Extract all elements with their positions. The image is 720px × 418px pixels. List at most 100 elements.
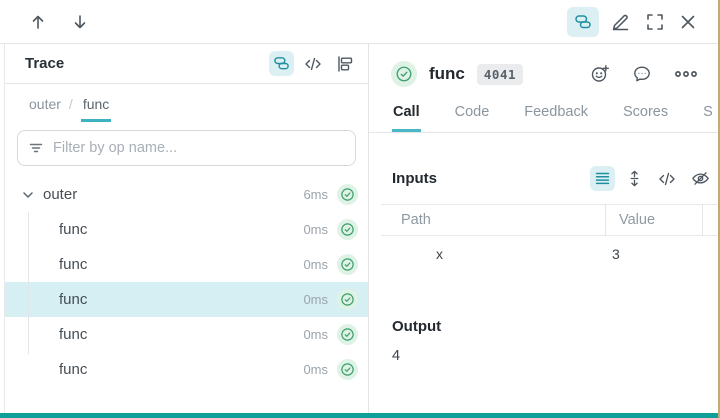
tree-view-button[interactable] [269, 51, 294, 76]
op-filter-input[interactable] [53, 140, 345, 156]
code-icon [658, 170, 676, 188]
right-edge-line [718, 0, 720, 418]
filter-area [5, 124, 368, 172]
success-status-icon [391, 61, 417, 87]
tree-row-duration: 6ms [303, 187, 328, 202]
call-version-badge[interactable]: 4041 [476, 63, 523, 85]
tab-feedback[interactable]: Feedback [523, 98, 589, 132]
trace-nav-arrows [24, 8, 94, 36]
tab-call[interactable]: Call [392, 98, 421, 132]
fullscreen-button[interactable] [642, 9, 668, 35]
success-status-icon [337, 324, 358, 345]
previous-call-button[interactable] [24, 8, 52, 36]
inputs-view-controls [590, 165, 714, 192]
pencil-icon [611, 12, 630, 31]
success-status-icon [337, 219, 358, 240]
flame-graph-view-button[interactable] [332, 51, 358, 77]
trace-stack-icon [273, 55, 290, 72]
chevron-down-icon[interactable] [21, 188, 43, 202]
tree-row-func-1[interactable]: func 0ms [5, 212, 368, 247]
add-reaction-button[interactable] [586, 60, 614, 88]
trace-panel-header: Trace [5, 44, 368, 84]
column-header-end [702, 205, 717, 235]
success-status-icon [337, 359, 358, 380]
overflow-menu-button[interactable] [670, 64, 702, 84]
inputs-table: Path Value x 3 [381, 204, 717, 272]
breadcrumb: outer / func [5, 84, 368, 124]
arrow-down-icon [70, 12, 90, 32]
edit-button[interactable] [607, 8, 634, 35]
next-call-button[interactable] [66, 8, 94, 36]
column-header-value[interactable]: Value [605, 205, 702, 235]
tree-row-label: outer [43, 186, 78, 203]
trace-view-toggle-button[interactable] [567, 6, 599, 37]
close-icon [680, 14, 696, 30]
tree-row-duration: 0ms [303, 327, 328, 342]
expand-vertical-button[interactable] [622, 166, 647, 191]
breadcrumb-item-func[interactable]: func [80, 87, 112, 122]
overflow-menu-icon [674, 68, 698, 80]
tree-row-label: func [59, 221, 88, 238]
arrow-up-icon [28, 12, 48, 32]
tree-row-func-4[interactable]: func 0ms [5, 317, 368, 352]
call-tree: outer 6ms func 0ms func 0ms [5, 172, 368, 418]
input-value-cell: 3 [612, 246, 620, 262]
inputs-title: Inputs [392, 170, 437, 187]
list-view-button[interactable] [590, 166, 615, 191]
comment-button[interactable] [628, 60, 656, 88]
code-view-button[interactable] [654, 166, 680, 192]
op-filter-box[interactable] [17, 130, 356, 166]
trace-stack-icon [574, 13, 592, 31]
breadcrumb-separator: / [68, 96, 73, 112]
success-status-icon [337, 289, 358, 310]
topbar-view-controls [567, 6, 700, 37]
comment-icon [632, 64, 652, 84]
inputs-table-header: Path Value [381, 204, 717, 236]
tree-row-label: func [59, 291, 88, 308]
expand-vertical-icon [626, 170, 643, 187]
tab-code[interactable]: Code [454, 98, 491, 132]
call-detail-panel: func 4041 [369, 44, 720, 418]
call-title: func [429, 64, 465, 83]
close-button[interactable] [676, 10, 700, 34]
code-view-button[interactable] [300, 51, 326, 77]
flame-graph-icon [336, 55, 354, 73]
breadcrumb-item-outer[interactable]: outer [29, 96, 61, 112]
call-tabs: Call Code Feedback Scores S [369, 98, 720, 133]
output-value: 4 [392, 348, 401, 364]
output-title: Output [392, 318, 442, 335]
tree-row-func-5[interactable]: func 0ms [5, 352, 368, 387]
input-path-cell: x [436, 246, 443, 262]
tree-row-duration: 0ms [303, 292, 328, 307]
call-header: func 4041 [369, 44, 720, 94]
list-view-icon [594, 170, 611, 187]
trace-view-switcher [269, 51, 358, 77]
eye-off-icon [691, 169, 710, 188]
code-icon [304, 55, 322, 73]
hide-values-button[interactable] [687, 165, 714, 192]
filter-icon [28, 140, 44, 156]
fullscreen-icon [646, 13, 664, 31]
column-header-path[interactable]: Path [401, 212, 431, 228]
output-section: Output 4 [392, 318, 720, 364]
tab-scores[interactable]: Scores [622, 98, 669, 132]
call-actions [586, 60, 702, 88]
tree-row-label: func [59, 256, 88, 273]
tree-row-label: func [59, 361, 88, 378]
success-status-icon [337, 184, 358, 205]
inputs-table-row[interactable]: x 3 [381, 236, 717, 272]
tree-guide-line [28, 212, 29, 354]
tree-row-func-3-selected[interactable]: func 0ms [5, 282, 368, 317]
tree-row-func-2[interactable]: func 0ms [5, 247, 368, 282]
bottom-accent-bar [0, 413, 720, 418]
tree-row-duration: 0ms [303, 362, 328, 377]
inputs-section-header: Inputs [392, 165, 714, 192]
success-status-icon [337, 254, 358, 275]
tree-row-duration: 0ms [303, 257, 328, 272]
tab-summary-truncated[interactable]: S [702, 98, 714, 132]
tree-row-duration: 0ms [303, 222, 328, 237]
tree-row-label: func [59, 326, 88, 343]
top-toolbar [0, 0, 720, 44]
tree-row-outer[interactable]: outer 6ms [5, 177, 368, 212]
trace-panel: Trace oute [4, 44, 369, 418]
